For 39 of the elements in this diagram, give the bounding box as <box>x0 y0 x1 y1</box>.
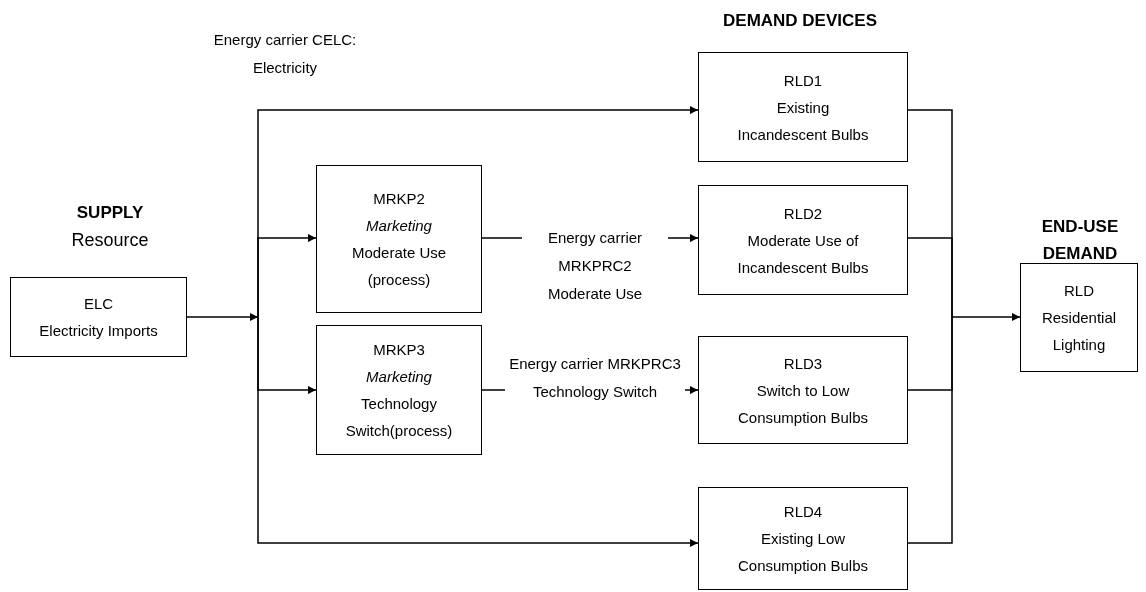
node-text: Consumption Bulbs <box>737 407 869 428</box>
device-box <box>698 185 908 295</box>
node-text: Electricity Imports <box>39 321 158 341</box>
section-heading: SUPPLY <box>75 202 145 224</box>
node-text: Residential Lighting <box>1040 308 1118 355</box>
node-text: RLD1 <box>783 70 823 91</box>
node-text: Technology Switch(process) <box>344 394 454 441</box>
node-text: RLD <box>1064 281 1094 301</box>
demand-box <box>1020 263 1138 372</box>
node-text: RLD3 <box>783 353 823 374</box>
connector-arrow <box>257 316 699 547</box>
device-box <box>698 52 908 162</box>
node-text: Incandescent Bulbs <box>737 257 869 278</box>
process-box <box>316 165 482 313</box>
node-text: Moderate Use of <box>747 230 859 251</box>
process-box <box>316 325 482 455</box>
node-text: Existing Low <box>760 529 846 549</box>
connector-arrow <box>257 234 317 318</box>
node-text: RLD2 <box>783 203 823 224</box>
node-text: Incandescent Bulbs <box>737 124 869 145</box>
device-box <box>698 336 908 444</box>
device-box <box>698 487 908 590</box>
connector-arrow <box>951 313 1021 321</box>
supply-box <box>10 277 187 357</box>
node-text: Switch to Low <box>756 380 850 401</box>
node-text: MRKP2 <box>373 189 425 209</box>
node-text: MRKP3 <box>373 340 425 360</box>
node-text: RLD4 <box>783 502 823 522</box>
section-heading: DEMAND <box>1041 243 1119 265</box>
section-heading: END-USE <box>1040 216 1120 238</box>
node-text: Consumption Bulbs <box>737 556 869 576</box>
section-heading: DEMAND DEVICES <box>722 10 878 32</box>
node-text: ELC <box>83 294 114 314</box>
connector-arrow <box>186 313 259 321</box>
node-text: Marketing <box>366 216 432 236</box>
node-text: Moderate Use (process) <box>350 243 448 290</box>
section-subheading: Resource <box>70 229 150 252</box>
node-text: Marketing <box>366 367 432 387</box>
node-text: Existing <box>776 97 830 118</box>
